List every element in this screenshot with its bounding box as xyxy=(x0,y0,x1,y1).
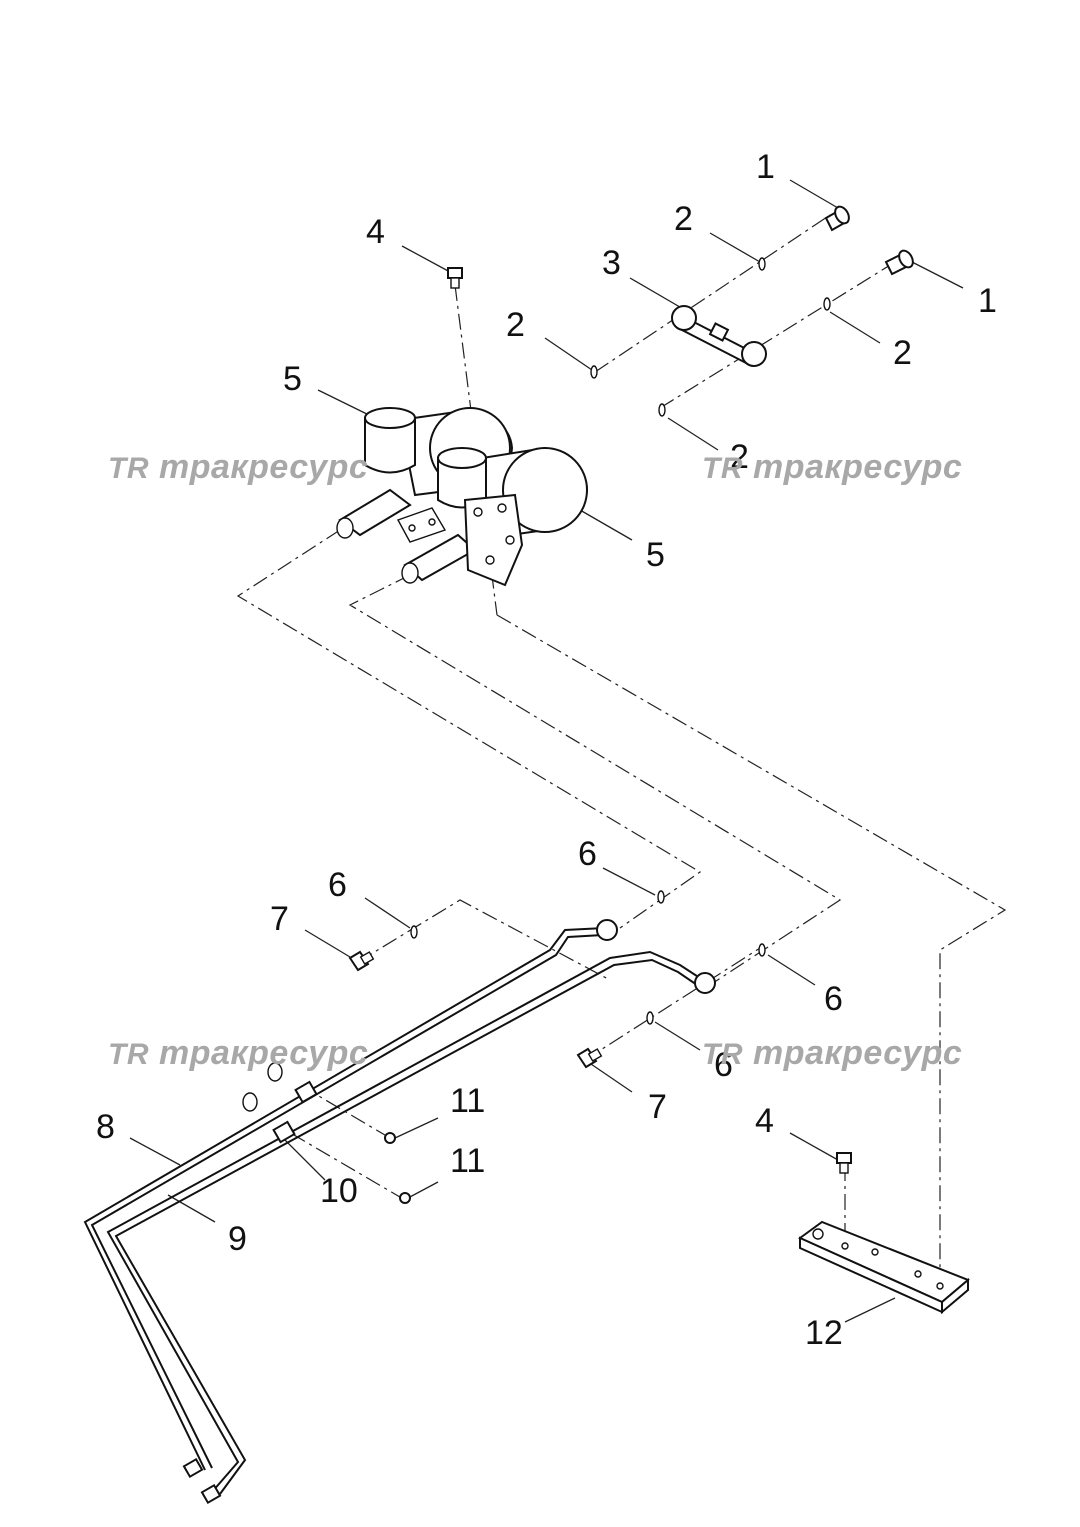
watermark-logo-icon: TR xyxy=(108,452,149,485)
callout-6a: 6 xyxy=(578,835,597,873)
callout-6b: 6 xyxy=(328,866,347,904)
watermark-logo-icon: TR xyxy=(108,1038,149,1071)
plate-part-12 xyxy=(798,1220,970,1315)
bolt-part-7-right xyxy=(576,1047,603,1069)
callout-11b: 11 xyxy=(450,1142,485,1180)
watermark-logo-icon: TR xyxy=(702,1038,743,1071)
watermark-top-right: TR тракресурс xyxy=(702,448,962,487)
linkage-part-3 xyxy=(671,305,767,367)
assembly-lines xyxy=(236,214,1007,1290)
watermark-logo-icon: TR xyxy=(702,452,743,485)
callout-1b: 1 xyxy=(978,282,997,320)
callout-11a: 11 xyxy=(450,1082,485,1120)
tube-part-9 xyxy=(106,950,716,1505)
filter-assembly-part-5 xyxy=(336,407,589,587)
callout-5b: 5 xyxy=(646,536,665,574)
watermark-text: тракресурс xyxy=(753,1034,963,1072)
bolt-part-4-lower xyxy=(836,1152,852,1174)
callout-2a: 2 xyxy=(674,200,693,238)
callout-labels: 1 1 2 2 2 2 3 4 4 5 5 6 6 6 6 7 7 8 9 10… xyxy=(96,148,997,1352)
callout-4a: 4 xyxy=(366,213,385,251)
callout-2d: 2 xyxy=(730,438,749,476)
callout-6d: 6 xyxy=(714,1046,733,1084)
callout-4b: 4 xyxy=(755,1102,774,1140)
callout-12: 12 xyxy=(805,1314,843,1352)
callout-9: 9 xyxy=(228,1220,247,1258)
watermark-text: тракресурс xyxy=(159,448,369,486)
watermark-top-left: TR тракресурс xyxy=(108,448,368,487)
callout-3: 3 xyxy=(602,244,621,282)
watermark-bottom-right: TR тракресурс xyxy=(702,1034,962,1073)
watermark-text: тракресурс xyxy=(159,1034,369,1072)
callout-6c: 6 xyxy=(824,980,843,1018)
bolt-part-7-left xyxy=(348,950,375,972)
o-rings-part-2 xyxy=(590,257,831,417)
watermark-text: тракресурс xyxy=(753,448,963,486)
washers-part-6 xyxy=(410,890,766,1025)
callout-1a: 1 xyxy=(756,148,775,186)
watermark-bottom-left: TR тракресурс xyxy=(108,1034,368,1073)
callout-7b: 7 xyxy=(648,1088,667,1126)
clamp-part-10 xyxy=(242,1062,318,1144)
screws-part-11 xyxy=(384,1132,411,1204)
pin-part-1-upper xyxy=(824,205,850,232)
pin-part-1-right xyxy=(884,249,914,276)
callout-10: 10 xyxy=(320,1172,358,1210)
leader-lines xyxy=(129,179,964,1323)
callout-2c: 2 xyxy=(893,334,912,372)
callout-2b: 2 xyxy=(506,306,525,344)
bolt-part-4-upper xyxy=(447,267,463,289)
callout-7a: 7 xyxy=(270,900,289,938)
callout-5a: 5 xyxy=(283,360,302,398)
callout-8: 8 xyxy=(96,1108,115,1146)
tube-part-8 xyxy=(83,919,618,1479)
